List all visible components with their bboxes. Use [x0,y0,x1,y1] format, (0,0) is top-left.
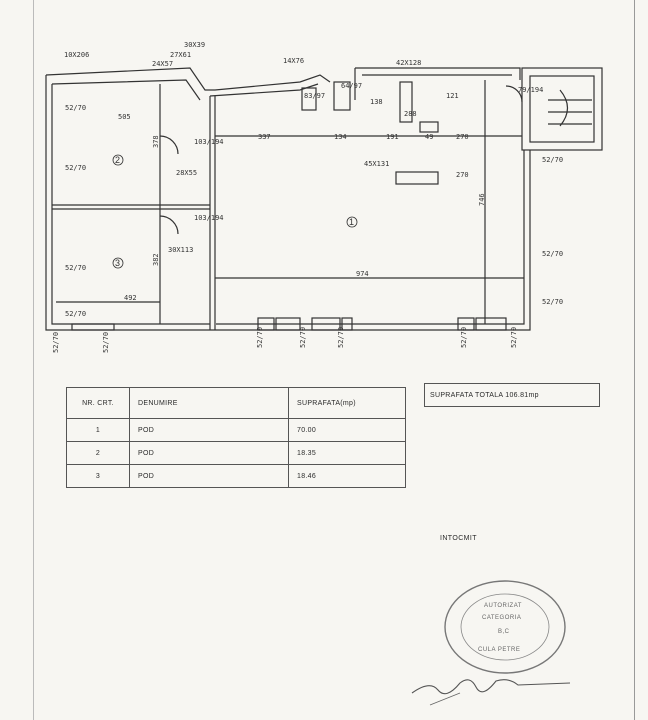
window-label: 52/70 [65,164,86,172]
cell-nr: 1 [66,418,130,442]
total-area-box: SUPRAFATA TOTALA 106.81mp [424,383,600,407]
window-label: 52/70 [542,298,563,306]
label-27x61: 27X61 [170,51,191,59]
window-label: 52/70 [460,327,468,348]
dim-746: 746 [478,193,486,206]
header-nr: NR. CRT. [66,387,130,419]
table-row: 2 POD 18.35 [66,441,406,465]
stamp-line-1: AUTORIZAT [484,603,522,609]
header-denumire: DENUMIRE [129,387,289,419]
signature [411,679,571,695]
small-dim-83-97: 83/97 [304,92,325,100]
dim-270-mid: 270 [456,171,469,179]
room-number-2: 2 [115,155,120,165]
header-suprafata: SUPRAFATA(mp) [288,387,406,419]
door-label-1: 103/194 [194,138,224,146]
label-24x57: 24X57 [152,60,173,68]
small-dim-288: 288 [404,110,417,118]
window-label: 52/70 [542,250,563,258]
floor-plan: 10X206 30X39 27X61 24X57 14X76 42X128 28… [45,41,603,353]
stamp-line-2: CATEGORIA [482,615,521,621]
page-edge-right [634,0,635,720]
small-dim-191: 191 [386,133,399,141]
cell-nr: 3 [66,464,130,488]
cell-name: POD [129,418,289,442]
window-label: 52/70 [337,327,345,348]
dim-492: 492 [124,294,137,302]
window-label: 52/70 [102,332,110,353]
small-dim-121: 121 [446,92,459,100]
window-label: 52/70 [542,156,563,164]
window-label: 52/70 [256,327,264,348]
label-45x131: 45X131 [364,160,389,168]
plan-walls [45,67,603,331]
label-30x113: 30X113 [168,246,193,254]
window-label: 52/70 [65,264,86,272]
total-area-text: SUPRAFATA TOTALA 106.81mp [430,391,539,399]
small-dim-138: 138 [370,98,383,106]
window-label: 52/70 [299,327,307,348]
room-area-table: NR. CRT. DENUMIRE SUPRAFATA(mp) 1 POD 70… [66,387,406,488]
dim-382: 382 [152,253,160,266]
dim-378: 378 [152,135,160,148]
small-dim-49: 49 [425,133,433,141]
signature-stroke [429,692,461,706]
label-14x76: 14X76 [283,57,304,65]
dim-270-top: 270 [456,133,469,141]
small-dim-64-97: 64/97 [341,82,362,90]
dim-337: 337 [258,133,271,141]
cell-area: 70.00 [288,418,406,442]
label-42x128: 42X128 [396,59,421,67]
prepared-by-label: INTOCMIT [440,535,477,542]
cell-name: POD [129,441,289,465]
stamp-line-4: CULA PETRE [478,647,520,653]
table-header-row: NR. CRT. DENUMIRE SUPRAFATA(mp) [66,387,406,419]
table-row: 1 POD 70.00 [66,418,406,442]
label-30x39: 30X39 [184,41,205,49]
label-10x206: 10X206 [64,51,89,59]
cell-name: POD [129,464,289,488]
stamp-seal: AUTORIZAT CATEGORIA B,C CULA PETRE [411,580,571,706]
plan-labels: 10X206 30X39 27X61 24X57 14X76 42X128 28… [52,41,563,353]
window-label: 52/70 [65,104,86,112]
room-number-3: 3 [115,258,120,268]
dim-505: 505 [118,113,131,121]
table-row: 3 POD 18.46 [66,464,406,488]
cell-nr: 2 [66,441,130,465]
room-markers: 1 2 3 [112,154,358,269]
small-dim-79-194: 79/194 [518,86,543,94]
dim-974: 974 [356,270,369,278]
label-28x55: 28X55 [176,169,197,177]
small-dim-134: 134 [334,133,347,141]
window-label: 52/70 [65,310,86,318]
stamp-inner-ring [460,593,550,661]
door-label-2: 103/194 [194,214,224,222]
cell-area: 18.46 [288,464,406,488]
stamp-line-3: B,C [498,629,510,635]
window-label: 52/70 [52,332,60,353]
room-number-1: 1 [349,217,354,227]
stamp-outer-ring [444,580,566,674]
page-edge-left [33,0,34,720]
cell-area: 18.35 [288,441,406,465]
window-label: 52/70 [510,327,518,348]
